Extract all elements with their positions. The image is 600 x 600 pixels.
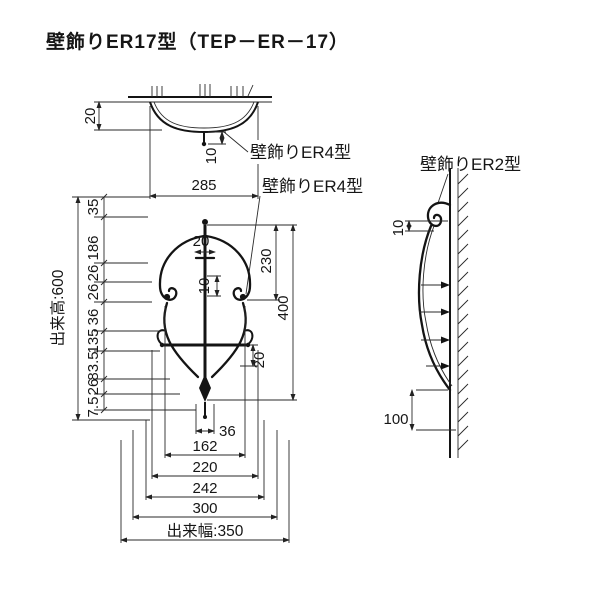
dim-36-left: 36 <box>85 309 102 326</box>
dim-26-b: 26 <box>85 284 102 301</box>
bottom-extension-lines <box>120 306 290 543</box>
side-profile-inner <box>422 225 453 387</box>
dim-230: 230 <box>258 248 275 273</box>
dim-20-right: 20 <box>251 352 268 369</box>
plan-stem-extension-lines <box>208 131 226 145</box>
left-chain-extension-lines <box>94 196 196 411</box>
callout-er4-top: 壁飾りER4型 <box>250 143 351 162</box>
callouts: 壁飾りER4型 壁飾りER4型 壁飾りER2型 <box>223 131 521 295</box>
leader-er4-front <box>245 195 261 295</box>
wall-hatching <box>457 173 469 451</box>
dim-35: 35 <box>85 199 102 216</box>
bottom-tip <box>203 415 207 419</box>
dim-overall-height: 出来高:600 <box>49 269 67 346</box>
right-mount-bolt <box>239 293 247 301</box>
dim-26-a: 26 <box>85 265 102 282</box>
dim-300: 300 <box>192 500 217 517</box>
left-mount-bolt <box>163 293 171 301</box>
dim-135: 135 <box>85 328 102 353</box>
dim-side-10: 10 <box>390 220 407 237</box>
lower-left-scroll <box>163 301 200 379</box>
bar-right-cap <box>245 342 251 348</box>
stem-collar <box>199 374 211 402</box>
dim-36-bottom: 36 <box>219 423 236 440</box>
dim-220: 220 <box>192 459 217 476</box>
dim-400: 400 <box>275 295 292 320</box>
dim-width-285: 285 <box>191 177 216 194</box>
plan-stem-knob <box>201 141 207 147</box>
side-bottom-extension-lines <box>416 389 456 431</box>
plan-scroll-arc-outer <box>149 101 259 134</box>
dim-242: 242 <box>192 480 217 497</box>
dim-26-c: 26 <box>85 379 102 396</box>
callout-er2-side: 壁飾りER2型 <box>420 155 521 174</box>
dim-83-5: 83.5 <box>85 351 102 380</box>
plan-scroll-arc-inner <box>153 101 255 129</box>
side-top-scroll <box>426 201 452 228</box>
dim-plan-depth: 20 <box>82 108 99 125</box>
dim-side-100: 100 <box>383 411 408 428</box>
dim-7-5: 7.5 <box>85 397 102 418</box>
width-top-extension-lines <box>149 106 259 199</box>
front-view-dimensions: 285 35 186 26 26 36 135 83.5 26 7.5 出来高:… <box>49 106 297 543</box>
dim-162: 162 <box>192 438 217 455</box>
leader-er2-side <box>437 173 449 204</box>
mounting-pins <box>419 281 450 370</box>
right-extension-lines <box>207 224 297 401</box>
plan-fastener-ticks <box>151 84 254 97</box>
drawing-title: 壁飾りER17型（TEP－ER－17） <box>46 30 349 53</box>
dim-186: 186 <box>85 235 102 260</box>
top-view: 20 10 <box>82 84 272 164</box>
stem-finial <box>202 219 208 225</box>
dim-10-center: 10 <box>196 278 213 295</box>
bar-left-cap <box>159 342 165 348</box>
side-view: 10 100 <box>383 168 469 458</box>
dim-plan-stem: 10 <box>203 148 220 165</box>
overall-height-extension-lines <box>72 196 150 421</box>
dim-20-center: 20 <box>193 233 210 250</box>
callout-er4-front: 壁飾りER4型 <box>262 177 363 196</box>
side-profile-outer <box>417 224 452 392</box>
dim-overall-width: 出来幅:350 <box>167 522 244 540</box>
leader-er4-top <box>223 131 249 153</box>
